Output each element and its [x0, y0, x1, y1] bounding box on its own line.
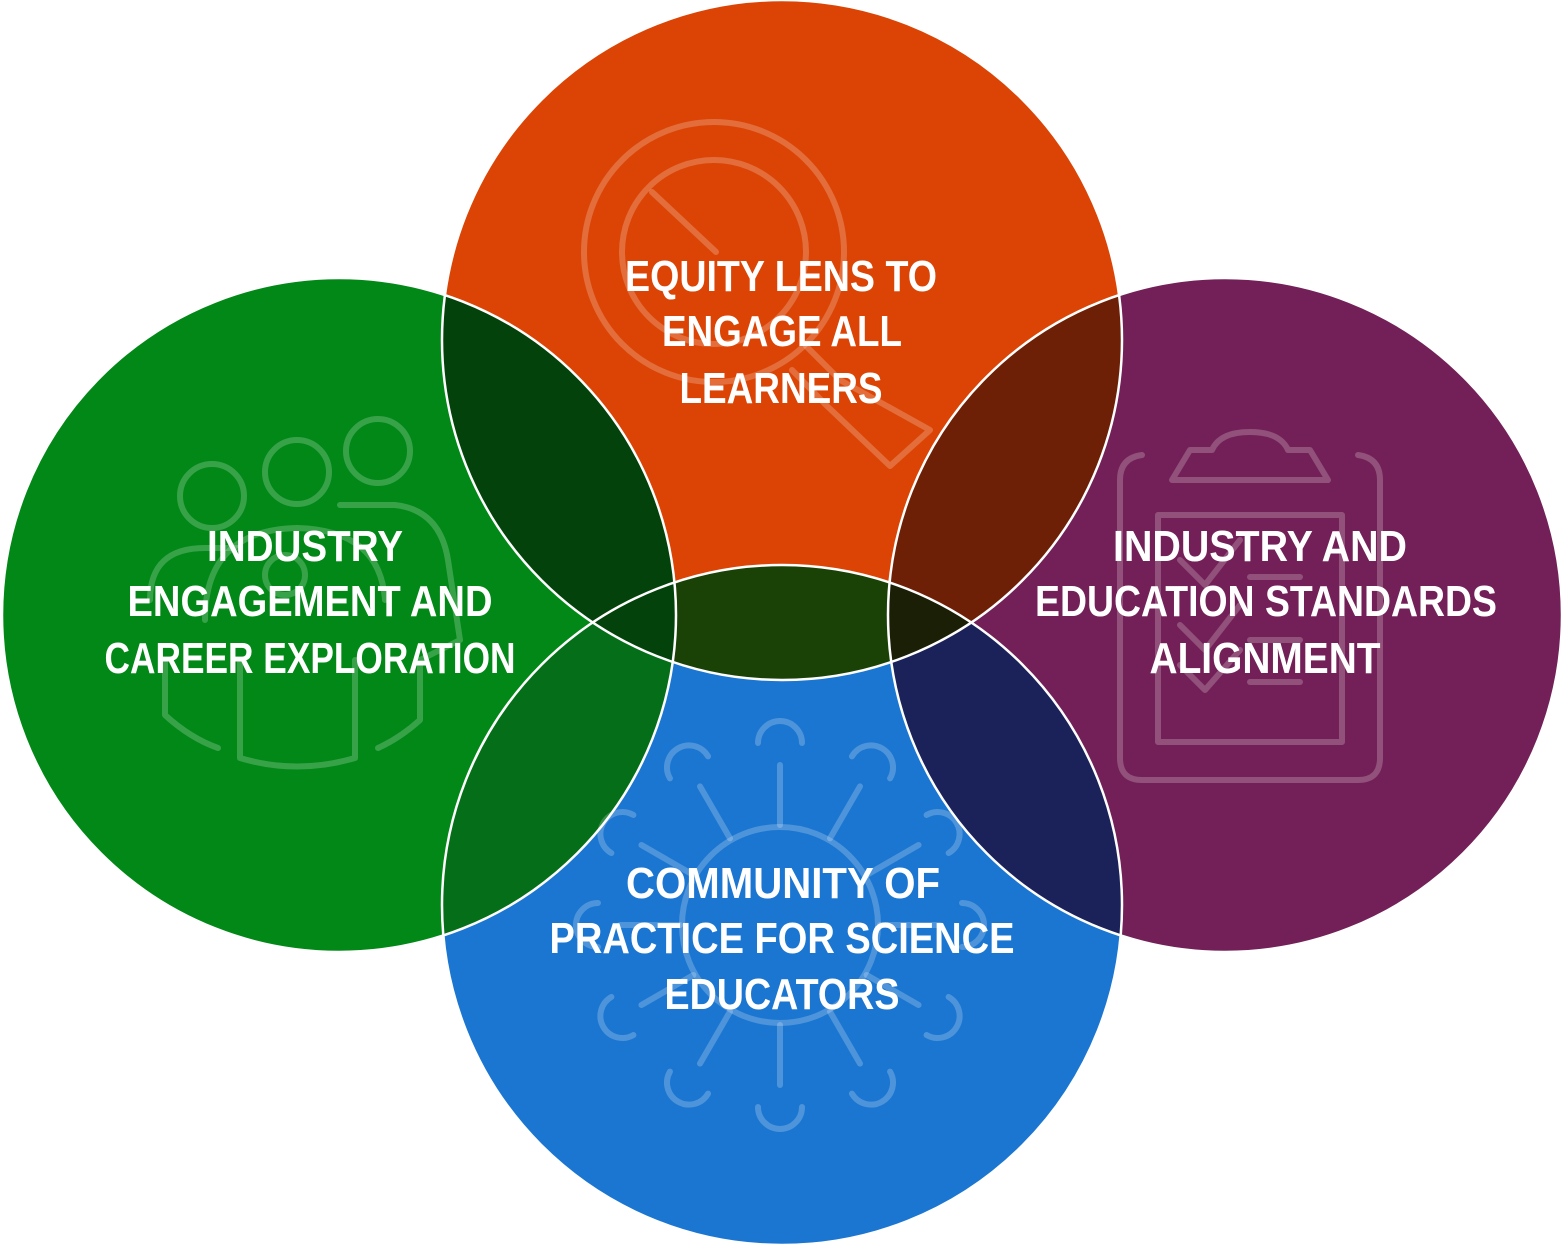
clipboard-checklist-icon — [1117, 429, 1383, 783]
overlap-industry-community — [442, 565, 676, 952]
network-spoke — [827, 783, 863, 842]
network-node — [848, 1068, 896, 1108]
label-line: ENGAGEMENT AND — [128, 577, 493, 626]
label-industry-engagement: INDUSTRY ENGAGEMENT AND CAREER EXPLORATI… — [105, 522, 516, 683]
network-spoke — [827, 1008, 863, 1067]
network-node — [755, 1104, 805, 1132]
network-icon — [573, 718, 987, 1132]
label-line: ENGAGE ALL — [662, 307, 902, 356]
label-line: EDUCATION STANDARDS — [1035, 577, 1497, 626]
label-line: LEARNERS — [680, 364, 883, 413]
label-line: EQUITY LENS TO — [625, 252, 937, 301]
people-group-icon — [147, 416, 463, 770]
label-equity: EQUITY LENS TO ENGAGE ALL LEARNERS — [625, 252, 937, 413]
label-line: INDUSTRY AND — [1113, 522, 1407, 571]
network-node — [664, 1068, 712, 1108]
network-node — [573, 900, 601, 950]
network-node — [755, 718, 805, 746]
overlap-equity-standards — [888, 278, 1122, 680]
label-line: CAREER EXPLORATION — [105, 634, 516, 683]
network-spoke — [863, 842, 922, 878]
network-spoke — [638, 842, 697, 878]
label-line: ALIGNMENT — [1150, 634, 1381, 683]
label-line: INDUSTRY — [207, 522, 403, 571]
network-spoke — [697, 1008, 733, 1067]
network-node — [923, 809, 963, 857]
overlap-equity-industry — [442, 278, 676, 680]
overlap-standards-community — [888, 565, 1122, 952]
network-spoke — [638, 972, 697, 1008]
network-node — [923, 993, 963, 1041]
label-community: COMMUNITY OF PRACTICE FOR SCIENCE EDUCAT… — [550, 859, 1015, 1019]
network-node — [597, 809, 637, 857]
network-node — [664, 742, 712, 782]
network-spoke — [697, 783, 733, 842]
magnifier-icon — [581, 119, 933, 469]
network-spoke — [863, 972, 922, 1008]
label-line: PRACTICE FOR SCIENCE — [550, 914, 1015, 963]
network-node — [597, 993, 637, 1041]
label-standards: INDUSTRY AND EDUCATION STANDARDS ALIGNME… — [1035, 522, 1497, 683]
label-line: EDUCATORS — [665, 970, 900, 1019]
network-node — [848, 742, 896, 782]
label-line: COMMUNITY OF — [626, 859, 940, 908]
network-node — [959, 900, 987, 950]
